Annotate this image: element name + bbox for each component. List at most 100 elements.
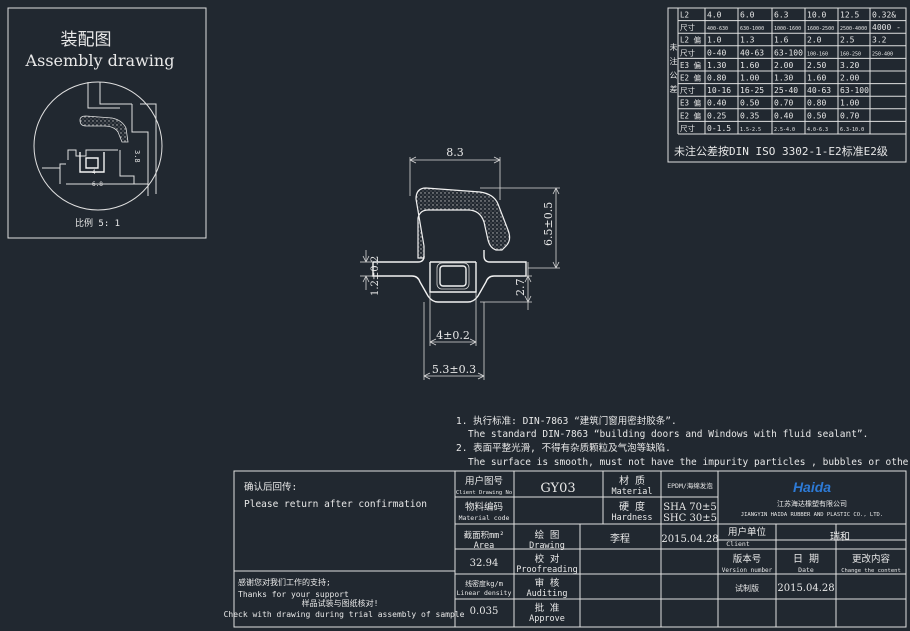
tolerance-cell: 400-630 <box>707 26 728 32</box>
tolerance-row-label: 尺寸 <box>680 47 695 57</box>
tolerance-cell: 0.50 <box>740 99 759 108</box>
detail-seal-profile <box>79 115 129 143</box>
note-1-cn: 1. 执行标准: DIN-7863 “建筑门窗用密封胶条”. <box>456 415 677 427</box>
tolerance-cell: 16-25 <box>740 86 764 95</box>
material-label-en: Material <box>612 487 653 497</box>
area-label-en: Area <box>474 541 494 551</box>
drawing-label-cn: 绘 图 <box>535 529 560 541</box>
draw-date-value: 2015.04.28 <box>661 534 718 545</box>
tolerance-cell: 1.3 <box>740 36 755 45</box>
tolerance-cell: 0.35 <box>740 111 759 120</box>
confirm-en: Please return after confirmation <box>244 499 427 510</box>
material-value: EPDM/海绵发泡 <box>667 481 713 490</box>
tolerance-cell: 6.3 <box>774 11 789 20</box>
audit-label-en: Auditing <box>527 589 568 599</box>
approve-label-cn: 批 准 <box>535 602 560 614</box>
tolerance-cell: 2.00 <box>840 74 859 83</box>
seal-hollow-outer <box>436 262 470 290</box>
detail-dim-bottom: 6.8 <box>92 181 103 188</box>
tolerance-row-label: L2 偏 <box>680 35 701 45</box>
dim-step-label: 2.7 <box>514 279 527 297</box>
version-label-en: Version number <box>722 567 773 574</box>
change-label-cn: 更改内容 <box>852 553 891 565</box>
seal-channel-outer <box>429 261 477 293</box>
dim-inner-width-label: 4±0.2 <box>436 329 470 342</box>
density-label-en: Linear density <box>457 589 512 597</box>
tolerance-cell: 40-63 <box>807 86 831 95</box>
tolerance-cell: 2.00 <box>774 61 793 70</box>
version-label-cn: 版本号 <box>733 553 762 565</box>
tolerance-cell: 1.0 <box>707 36 722 45</box>
tolerance-side-label: 差 <box>670 84 678 94</box>
tolerance-cell: 1.60 <box>807 74 826 83</box>
dim-height <box>480 187 560 269</box>
seal-foam-lip <box>415 187 511 259</box>
tolerance-row-label: E2 偏 <box>680 110 701 120</box>
company-name-en: JIANGYIN HAIDA RUBBER AND PLASTIC CO., L… <box>741 512 883 518</box>
trial-cn: 样品试装与图纸核对! <box>302 598 379 608</box>
dim-bottom-width-label: 5.3±0.3 <box>432 363 476 376</box>
tolerance-cell: 0.70 <box>840 111 859 120</box>
audit-label-cn: 审 核 <box>535 577 560 589</box>
company-name-cn: 江苏海达橡塑有限公司 <box>777 499 847 508</box>
version-value: 试制版 <box>735 583 759 593</box>
hardness-label-en: Hardness <box>612 513 653 523</box>
tolerance-cell: 2.50 <box>807 61 826 70</box>
material-label-cn: 材 质 <box>619 474 645 487</box>
area-label-cn: 截面积mm² <box>464 530 505 541</box>
dim-top-width <box>409 156 501 200</box>
title-block: 确认后回传: Please return after confirmation … <box>224 470 907 628</box>
drawing-label-en: Drawing <box>529 541 565 551</box>
trial-en: Check with drawing during trial assembly… <box>224 610 465 619</box>
date-label-en: Date <box>798 566 814 574</box>
tolerance-side-label: 注 <box>670 56 678 66</box>
tolerance-cell: 63-100 <box>840 86 869 95</box>
dim-step <box>480 262 532 310</box>
dim-bottom-width <box>423 302 485 380</box>
tolerance-cell: 40-63 <box>740 48 764 57</box>
tolerance-row-label: 尺寸 <box>680 22 695 32</box>
tolerance-cell: 160-250 <box>840 51 861 57</box>
hardness-label-cn: 硬 度 <box>619 500 645 513</box>
dim-left-lip <box>360 250 373 290</box>
density-value: 0.035 <box>470 606 499 617</box>
note-2-en: The surface is smooth, must not have the… <box>468 457 910 468</box>
tolerance-cell: 1.5-2.5 <box>740 127 761 133</box>
tolerance-cell: 2500-4000 <box>840 26 867 32</box>
tolerance-cell: 1.60 <box>740 61 759 70</box>
thanks-cn: 感谢您对我们工作的支持; <box>238 577 331 587</box>
tolerance-cell: 0.25 <box>707 111 726 120</box>
assembly-title-cn: 装配图 <box>61 30 112 50</box>
tolerance-cell: 0.80 <box>807 99 826 108</box>
tolerance-cell: 25-40 <box>774 86 798 95</box>
detail-frame-lines <box>42 82 157 196</box>
proof-label-cn: 校 对 <box>535 553 560 565</box>
tolerance-cell: 4.0-6.3 <box>807 127 828 133</box>
approve-label-en: Approve <box>529 614 565 624</box>
tolerance-row-label: 尺寸 <box>680 123 695 133</box>
tolerance-cell: 1.30 <box>707 61 726 70</box>
tolerance-cell: 1.00 <box>840 99 859 108</box>
tolerance-cell: 3.20 <box>840 61 859 70</box>
version-date: 2015.04.28 <box>777 583 834 594</box>
thanks-en: Thanks for your support <box>238 590 349 599</box>
tolerance-cell: 100-160 <box>807 51 828 57</box>
confirm-cn: 确认后回传: <box>244 481 297 493</box>
tolerance-cell: 3.2 <box>872 36 887 45</box>
tolerance-cell: 12.5 <box>840 11 859 20</box>
tolerance-cell: 1000-1600 <box>774 26 801 32</box>
tolerance-row-label: E3 偏 <box>680 60 701 70</box>
assembly-drawing-panel: 装配图 Assembly drawing 3.8 4 6.8 比例 5: 1 <box>7 7 207 239</box>
tolerance-row-label: E3 偏 <box>680 98 701 108</box>
detail-seal-base <box>79 152 105 173</box>
tolerance-footer: 未注公差按DIN ISO 3302-1-E2标准E2级 <box>674 144 888 158</box>
tolerance-cell: 10.0 <box>807 11 826 20</box>
tolerance-cell: 1600-2500 <box>807 26 834 32</box>
dim-inner-width <box>429 292 477 346</box>
seal-base-outline <box>372 250 527 303</box>
note-2-cn: 2. 表面平整光滑, 不得有杂质颗粒及气泡等缺陷. <box>456 442 671 454</box>
tolerance-cell: 10-16 <box>707 86 731 95</box>
dim-top-width-label: 8.3 <box>446 146 464 159</box>
